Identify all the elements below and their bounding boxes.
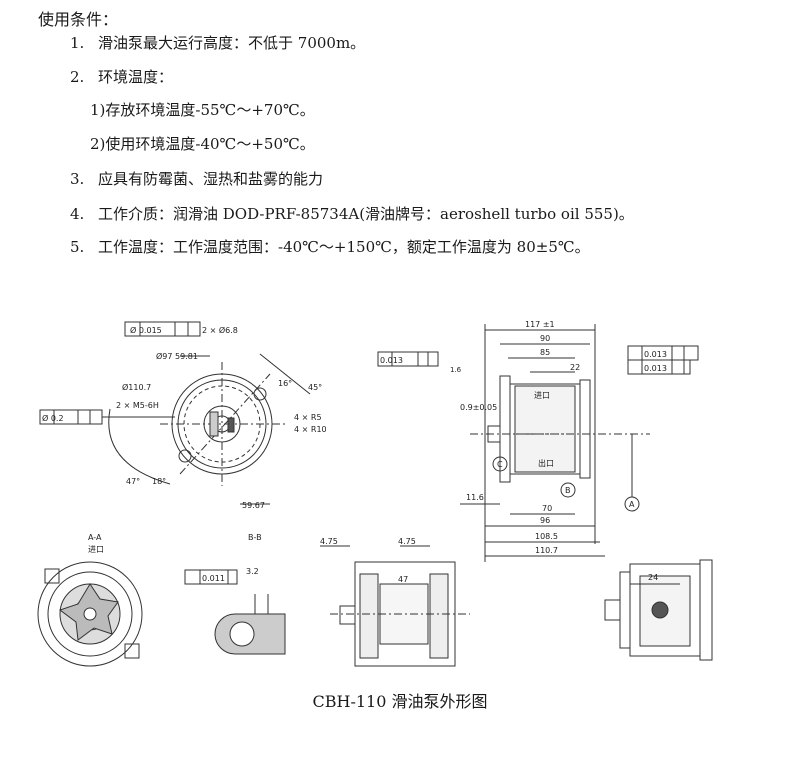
dim117-label: 117 ±1 xyxy=(525,320,555,329)
dim09-label: 0.9±0.05 xyxy=(460,403,497,412)
bottom-end-view xyxy=(604,559,713,661)
angle47-label: 47° xyxy=(126,477,140,486)
datum-c: C xyxy=(497,460,503,469)
dia97-label: Ø97 xyxy=(156,351,172,361)
condition-number: 5. xyxy=(70,238,85,256)
condition-item-5: 5. 工作温度：工作温度范围：-40℃～+150℃，额定工作温度为 80±5℃。 xyxy=(70,236,590,257)
dim85-label: 85 xyxy=(540,348,550,357)
dim475b-label: 4.75 xyxy=(398,537,416,546)
datum-b: B xyxy=(565,486,571,495)
condition-item-1: 1. 滑油泵最大运行高度：不低于 7000m。 xyxy=(70,32,365,53)
section-aa-inlet: 进口 xyxy=(88,545,104,554)
roughness-label: 1.6 xyxy=(450,366,462,374)
side-view xyxy=(377,324,699,562)
condition-text: 滑油泵最大运行高度：不低于 7000m。 xyxy=(98,34,366,52)
dim90-label: 90 xyxy=(540,334,550,343)
condition-text: 工作温度：工作温度范围：-40℃～+150℃，额定工作温度为 80±5℃。 xyxy=(98,238,590,256)
dim5967-label: 59.67 xyxy=(242,501,265,510)
tol-frame-right-2: 0.013 xyxy=(644,364,667,373)
datum-a: A xyxy=(629,500,635,509)
front-view xyxy=(108,353,311,505)
dim1085-label: 108.5 xyxy=(535,532,558,541)
dim1107-label: 110.7 xyxy=(535,546,558,555)
condition-text: 应具有防霉菌、湿热和盐雾的能力 xyxy=(98,170,324,188)
dia1107-label: Ø110.7 xyxy=(122,382,151,392)
conditions-heading: 使用条件： xyxy=(38,10,119,29)
outlet-label: 出口 xyxy=(538,458,554,468)
dim32-label: 3.2 xyxy=(246,567,259,576)
section-bb-view xyxy=(184,569,286,655)
condition-text: 环境温度： xyxy=(98,68,174,86)
m5-label: 2 × M5-6H xyxy=(116,401,159,410)
dim47-label: 47 xyxy=(398,575,408,584)
dim116-label: 11.6 xyxy=(466,493,484,502)
dim5981-label: 59.81 xyxy=(175,352,198,361)
tol-frame-right-1: 0.013 xyxy=(644,350,667,359)
sub-condition-2: 2)使用环境温度-40℃～+50℃。 xyxy=(90,135,315,153)
dim96-label: 96 xyxy=(540,516,550,525)
sub-condition-1: 1)存放环境温度-55℃～+70℃。 xyxy=(90,101,315,119)
condition-number: 1. xyxy=(70,34,85,52)
condition-number: 3. xyxy=(70,170,85,188)
dim22-label: 22 xyxy=(570,363,580,372)
dim24-label: 24 xyxy=(648,573,658,582)
dim475a-label: 4.75 xyxy=(320,537,338,546)
tol-frame-top: Ø 0.015 xyxy=(130,325,162,335)
bottom-side-view xyxy=(320,545,470,667)
angle16-label: 16° xyxy=(278,379,292,388)
condition-item-4: 4. 工作介质：润滑油 DOD-PRF-85734A(滑油牌号：aeroshell… xyxy=(70,203,634,224)
section-aa-title: A-A xyxy=(88,533,102,542)
section-bb-title: B-B xyxy=(248,533,262,542)
angle18-label: 18° xyxy=(152,477,166,486)
hole-label: 2 × Ø6.8 xyxy=(202,325,238,335)
tol-frame-left: Ø 0.2 xyxy=(42,413,64,423)
inlet-label: 进口 xyxy=(534,391,550,400)
dim70-label: 70 xyxy=(542,504,552,513)
condition-number: 4. xyxy=(70,205,85,223)
r5-label: 4 × R5 xyxy=(294,413,322,422)
condition-number: 2. xyxy=(70,68,85,86)
pump-outline-drawing: Ø 0.015 2 × Ø6.8 Ø 0.2 Ø97 59.81 Ø110.7 … xyxy=(37,320,713,667)
condition-text: 工作介质：润滑油 DOD-PRF-85734A(滑油牌号：aeroshell t… xyxy=(98,205,634,223)
r10-label: 4 × R10 xyxy=(294,425,327,434)
tol-frame-bb: 0.011 xyxy=(202,574,225,583)
condition-item-3: 3. 应具有防霉菌、湿热和盐雾的能力 xyxy=(70,168,323,189)
figure-caption: CBH-110 滑油泵外形图 xyxy=(312,692,488,711)
condition-item-2: 2. 环境温度： xyxy=(70,66,173,87)
section-aa-view xyxy=(37,561,143,667)
angle45-label: 45° xyxy=(308,383,322,392)
tol-frame-side: 0.013 xyxy=(380,356,403,365)
